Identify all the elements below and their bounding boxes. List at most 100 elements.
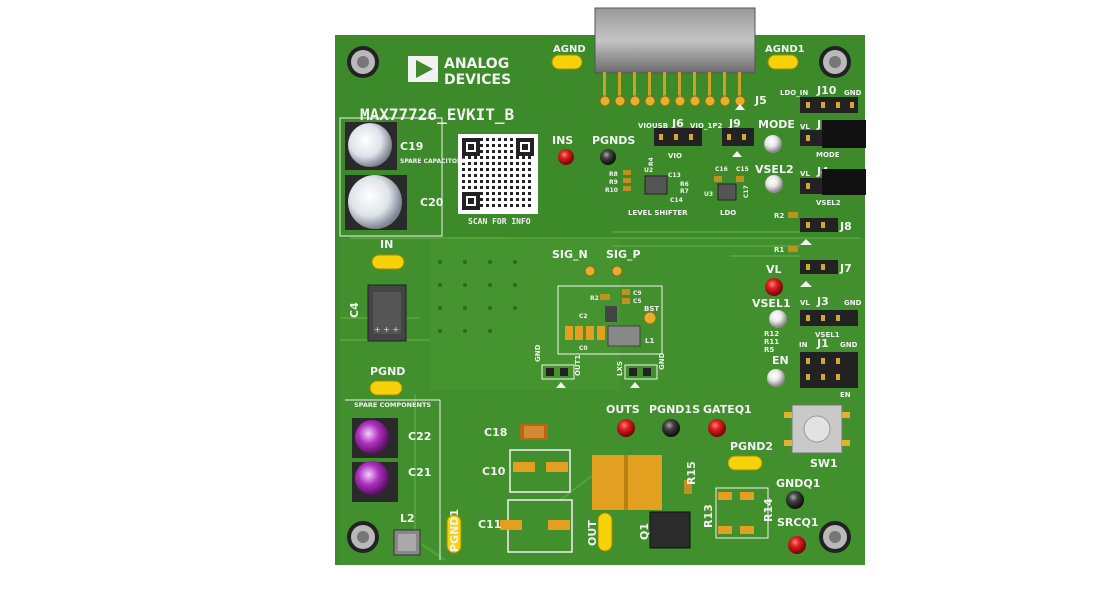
svg-text:PGND: PGND bbox=[370, 365, 405, 378]
ground-loop-pgnd2 bbox=[727, 455, 763, 471]
testpoint-pgnd1s bbox=[662, 419, 680, 437]
jumper-j2 bbox=[800, 120, 866, 148]
svg-text:C5: C5 bbox=[633, 298, 642, 305]
jumper-j3 bbox=[800, 310, 858, 326]
svg-text:LXS: LXS bbox=[616, 361, 624, 376]
ground-loop-pgnd1 bbox=[446, 514, 462, 554]
svg-text:INS: INS bbox=[552, 134, 573, 147]
svg-text:IN: IN bbox=[380, 238, 393, 251]
svg-text:J10: J10 bbox=[816, 84, 837, 97]
connector-out1: GND OUT1 bbox=[534, 344, 582, 388]
power-loop-in bbox=[371, 254, 405, 270]
jumper-j1 bbox=[800, 352, 858, 388]
svg-text:C15: C15 bbox=[736, 166, 749, 173]
svg-text:VL: VL bbox=[800, 123, 810, 131]
svg-text:DEVICES: DEVICES bbox=[444, 72, 511, 88]
pushbutton-sw1: SW1 bbox=[784, 404, 850, 470]
svg-text:C18: C18 bbox=[484, 426, 507, 439]
svg-text:VIO_1P2: VIO_1P2 bbox=[690, 122, 722, 130]
header-j5: J5 bbox=[594, 7, 767, 110]
testpoint-vl bbox=[765, 278, 783, 296]
svg-text:J7: J7 bbox=[839, 262, 852, 275]
svg-text:C2: C2 bbox=[579, 313, 588, 320]
svg-text:C21: C21 bbox=[408, 466, 431, 479]
jumper-j10 bbox=[800, 97, 858, 113]
svg-text:LDO_IN: LDO_IN bbox=[780, 89, 808, 97]
ground-loop-agnd: AGND bbox=[551, 44, 586, 70]
svg-text:BST: BST bbox=[644, 305, 659, 313]
svg-text:GND: GND bbox=[658, 352, 666, 370]
svg-text:J1: J1 bbox=[816, 337, 829, 350]
svg-text:GATEQ1: GATEQ1 bbox=[703, 403, 752, 416]
qr-code-icon bbox=[458, 134, 538, 214]
svg-text:PGND1: PGND1 bbox=[448, 509, 461, 552]
svg-text:GND: GND bbox=[840, 341, 858, 349]
testpoint-mode bbox=[764, 135, 782, 153]
svg-text:R10: R10 bbox=[605, 187, 618, 194]
svg-text:ANALOG: ANALOG bbox=[444, 56, 509, 72]
svg-text:L1: L1 bbox=[645, 337, 654, 345]
power-loop-out bbox=[597, 512, 613, 552]
svg-text:MODE: MODE bbox=[758, 118, 795, 131]
testpoint-pgnds bbox=[600, 149, 616, 165]
svg-text:GND: GND bbox=[844, 299, 862, 307]
svg-text:SW1: SW1 bbox=[810, 457, 838, 470]
svg-text:C10: C10 bbox=[482, 465, 506, 478]
svg-text:C20: C20 bbox=[420, 196, 444, 209]
svg-text:PGND1S: PGND1S bbox=[649, 403, 700, 416]
ground-loop-pgnd bbox=[369, 380, 403, 396]
jumper-j9 bbox=[722, 128, 754, 146]
svg-text:J8: J8 bbox=[839, 220, 852, 233]
svg-text:SIG_N: SIG_N bbox=[552, 248, 588, 261]
svg-text:R11: R11 bbox=[764, 338, 779, 346]
svg-text:U2: U2 bbox=[644, 167, 653, 174]
ground-loop-agnd1: AGND1 bbox=[765, 44, 805, 70]
svg-text:R9: R9 bbox=[609, 179, 618, 186]
svg-text:J5: J5 bbox=[754, 94, 767, 107]
capacitor-c18: C18 bbox=[484, 424, 548, 440]
svg-text:GND: GND bbox=[534, 344, 542, 362]
svg-text:LDO: LDO bbox=[720, 209, 736, 217]
svg-text:VSEL2: VSEL2 bbox=[816, 199, 841, 207]
testpoint-outs bbox=[617, 419, 635, 437]
svg-text:AGND: AGND bbox=[553, 44, 586, 55]
connector-lxs: LXS GND bbox=[616, 352, 666, 388]
testpoint-srcq1 bbox=[788, 536, 806, 554]
board-name: MAX77726_EVKIT_B bbox=[360, 105, 514, 124]
svg-text:PGND2: PGND2 bbox=[730, 440, 773, 453]
svg-text:C17: C17 bbox=[743, 185, 750, 198]
svg-text:R12: R12 bbox=[764, 330, 779, 338]
svg-text:SPARE COMPONENTS: SPARE COMPONENTS bbox=[354, 401, 431, 409]
capacitor-c20: C20 bbox=[345, 175, 444, 230]
capacitor-c22: C22 bbox=[352, 418, 431, 458]
svg-text:R6: R6 bbox=[680, 181, 689, 188]
svg-text:R1: R1 bbox=[774, 246, 784, 254]
mounting-hole-icon bbox=[819, 521, 851, 553]
svg-text:VL: VL bbox=[800, 170, 810, 178]
mounting-hole-icon bbox=[347, 521, 379, 553]
svg-text:GNDQ1: GNDQ1 bbox=[776, 477, 820, 490]
svg-text:R8: R8 bbox=[609, 171, 618, 178]
svg-text:C22: C22 bbox=[408, 430, 431, 443]
mounting-hole-icon bbox=[347, 46, 379, 78]
mounting-hole-icon bbox=[819, 46, 851, 78]
qr-caption: SCAN FOR INFO bbox=[468, 217, 531, 226]
svg-text:AGND1: AGND1 bbox=[765, 44, 805, 55]
testpoint-vsel2 bbox=[765, 175, 783, 193]
svg-text:U3: U3 bbox=[704, 191, 713, 198]
svg-text:J9: J9 bbox=[728, 117, 741, 130]
testpoint-gndq1 bbox=[786, 491, 804, 509]
jumper-j4 bbox=[800, 169, 866, 195]
svg-text:R2: R2 bbox=[774, 212, 784, 220]
svg-text:R13: R13 bbox=[702, 504, 715, 528]
svg-text:IN: IN bbox=[799, 341, 808, 349]
svg-text:R7: R7 bbox=[680, 188, 689, 195]
svg-text:C16: C16 bbox=[715, 166, 728, 173]
svg-text:+ + +: + + + bbox=[374, 325, 399, 334]
svg-text:EN: EN bbox=[772, 354, 789, 367]
svg-text:C19: C19 bbox=[400, 140, 423, 153]
svg-text:VIO: VIO bbox=[668, 152, 682, 160]
svg-text:SPARE CAPACITORS: SPARE CAPACITORS bbox=[400, 158, 466, 165]
svg-text:L2: L2 bbox=[400, 512, 415, 525]
svg-text:R2: R2 bbox=[590, 295, 599, 302]
